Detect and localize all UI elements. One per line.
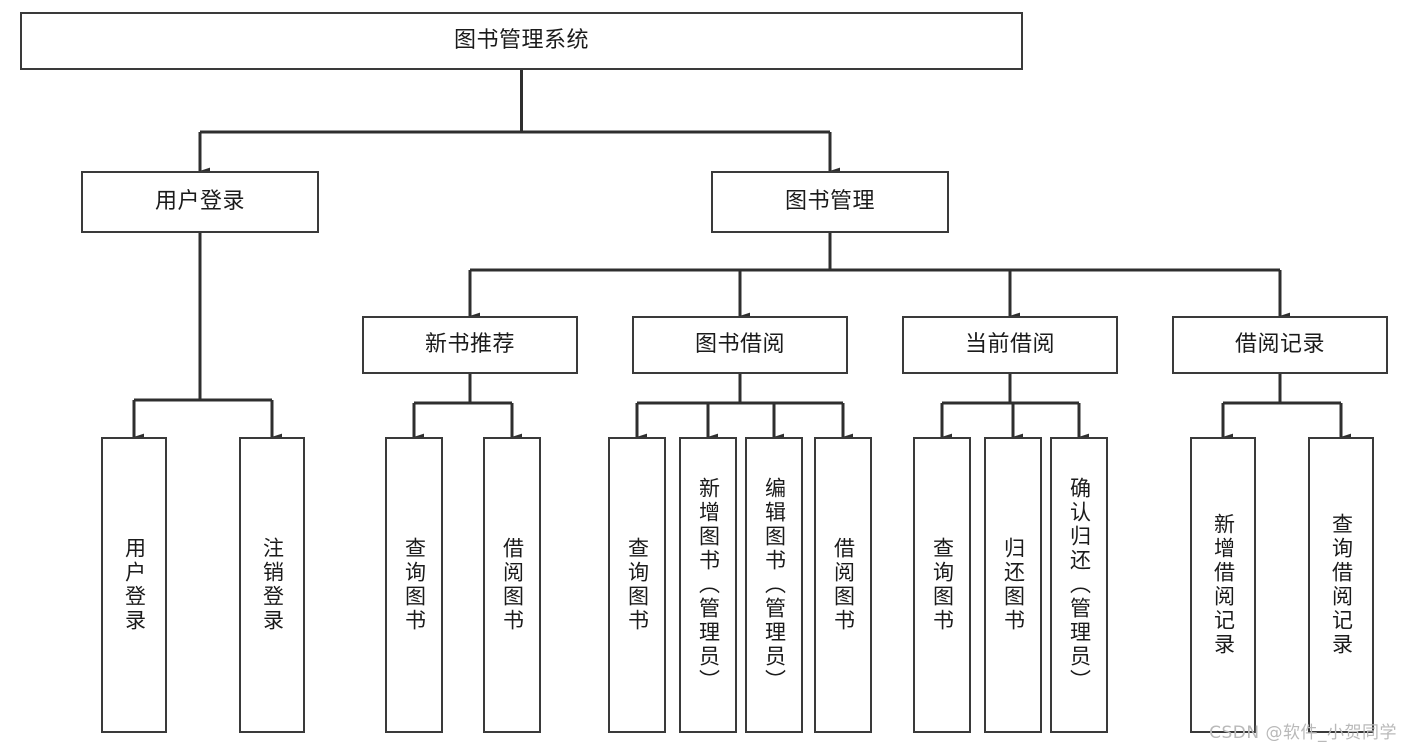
node-leaf-query-book-1[interactable]: 查询图书 [385, 437, 443, 733]
node-label-book-borrow: 图书借阅 [694, 331, 785, 357]
node-label-leaf-add-book: 新增图书（管理员） [696, 477, 721, 693]
node-new-book-rec[interactable]: 新书推荐 [362, 316, 578, 374]
node-label-wrap: 借阅记录 [1174, 318, 1386, 372]
node-label-leaf-return-book: 归还图书 [1001, 537, 1026, 633]
node-leaf-return-book[interactable]: 归还图书 [984, 437, 1042, 733]
node-leaf-user-login[interactable]: 用户登录 [101, 437, 167, 733]
node-label-wrap: 当前借阅 [904, 318, 1116, 372]
node-leaf-edit-book[interactable]: 编辑图书（管理员） [745, 437, 803, 733]
node-label-leaf-add-record: 新增借阅记录 [1211, 513, 1236, 657]
node-label-wrap: 编辑图书（管理员） [747, 439, 801, 731]
node-leaf-query-book-3[interactable]: 查询图书 [913, 437, 971, 733]
node-leaf-query-record[interactable]: 查询借阅记录 [1308, 437, 1374, 733]
node-label-wrap: 查询借阅记录 [1310, 439, 1372, 731]
node-label-wrap: 借阅图书 [485, 439, 539, 731]
node-label-root: 图书管理系统 [453, 27, 589, 53]
node-leaf-add-record[interactable]: 新增借阅记录 [1190, 437, 1256, 733]
node-user-login[interactable]: 用户登录 [81, 171, 319, 233]
node-book-manage[interactable]: 图书管理 [711, 171, 949, 233]
node-label-book-manage: 图书管理 [784, 188, 875, 214]
node-label-new-book-rec: 新书推荐 [424, 331, 515, 357]
node-label-leaf-user-login: 用户登录 [122, 537, 147, 633]
node-current-borrow[interactable]: 当前借阅 [902, 316, 1118, 374]
node-root[interactable]: 图书管理系统 [20, 12, 1023, 70]
node-label-leaf-borrow-book-1: 借阅图书 [500, 537, 525, 633]
node-label-wrap: 查询图书 [915, 439, 969, 731]
node-leaf-add-book[interactable]: 新增图书（管理员） [679, 437, 737, 733]
node-book-borrow[interactable]: 图书借阅 [632, 316, 848, 374]
node-label-wrap: 新书推荐 [364, 318, 576, 372]
node-leaf-borrow-book-2[interactable]: 借阅图书 [814, 437, 872, 733]
node-label-leaf-query-record: 查询借阅记录 [1329, 513, 1354, 657]
node-label-wrap: 归还图书 [986, 439, 1040, 731]
node-label-leaf-confirm-return: 确认归还（管理员） [1067, 477, 1092, 693]
node-label-wrap: 图书管理 [713, 173, 947, 231]
node-label-user-login: 用户登录 [154, 188, 245, 214]
node-label-wrap: 图书借阅 [634, 318, 846, 372]
node-leaf-borrow-book-1[interactable]: 借阅图书 [483, 437, 541, 733]
node-label-leaf-query-book-3: 查询图书 [930, 537, 955, 633]
node-label-wrap: 注销登录 [241, 439, 303, 731]
node-leaf-user-logout[interactable]: 注销登录 [239, 437, 305, 733]
node-label-wrap: 图书管理系统 [22, 14, 1021, 68]
node-label-wrap: 查询图书 [610, 439, 664, 731]
node-label-wrap: 新增借阅记录 [1192, 439, 1254, 731]
node-leaf-query-book-2[interactable]: 查询图书 [608, 437, 666, 733]
node-label-leaf-query-book-1: 查询图书 [402, 537, 427, 633]
node-label-wrap: 用户登录 [83, 173, 317, 231]
node-label-wrap: 用户登录 [103, 439, 165, 731]
node-label-wrap: 借阅图书 [816, 439, 870, 731]
node-label-wrap: 查询图书 [387, 439, 441, 731]
node-label-current-borrow: 当前借阅 [964, 331, 1055, 357]
node-label-wrap: 新增图书（管理员） [681, 439, 735, 731]
node-borrow-record[interactable]: 借阅记录 [1172, 316, 1388, 374]
node-label-leaf-user-logout: 注销登录 [260, 537, 285, 633]
node-leaf-confirm-return[interactable]: 确认归还（管理员） [1050, 437, 1108, 733]
connector-group [132, 70, 1352, 441]
node-label-borrow-record: 借阅记录 [1234, 331, 1325, 357]
node-label-leaf-query-book-2: 查询图书 [625, 537, 650, 633]
node-label-leaf-borrow-book-2: 借阅图书 [831, 537, 856, 633]
node-label-wrap: 确认归还（管理员） [1052, 439, 1106, 731]
node-label-leaf-edit-book: 编辑图书（管理员） [762, 477, 787, 693]
